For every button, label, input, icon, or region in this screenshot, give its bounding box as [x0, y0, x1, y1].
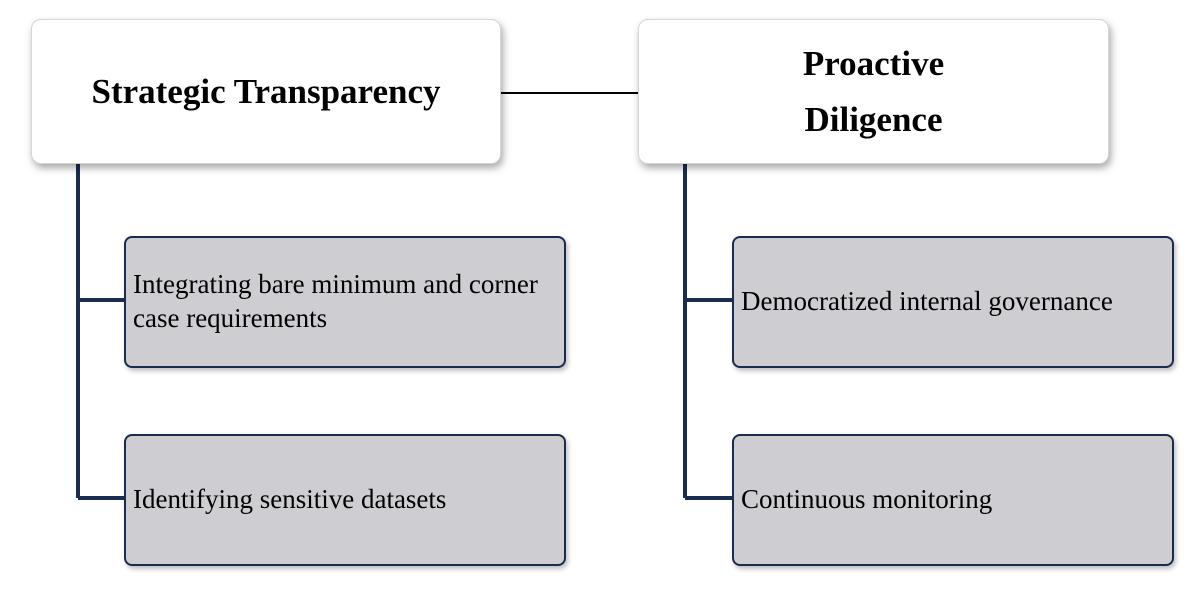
sensitive-datasets-box: Identifying sensitive datasets — [124, 434, 566, 566]
left-tree-connector — [76, 164, 124, 500]
header-title: Proactive Diligence — [802, 43, 945, 139]
box-label: Continuous monitoring — [741, 484, 993, 515]
box-label: Identifying sensitive datasets — [133, 484, 447, 515]
right-tree-connector — [683, 164, 732, 500]
internal-governance-box: Democratized internal governance — [732, 236, 1174, 368]
box-label: Democratized internal governance — [741, 286, 1113, 317]
box-label: Integrating bare minimum and corner case… — [133, 269, 538, 333]
header-title: Strategic Transparency — [91, 71, 441, 111]
strategic-transparency-header: Strategic Transparency — [31, 19, 501, 164]
requirements-box: Integrating bare minimum and corner case… — [124, 236, 566, 368]
continuous-monitoring-box: Continuous monitoring — [732, 434, 1174, 566]
proactive-diligence-header: Proactive Diligence — [638, 19, 1109, 164]
